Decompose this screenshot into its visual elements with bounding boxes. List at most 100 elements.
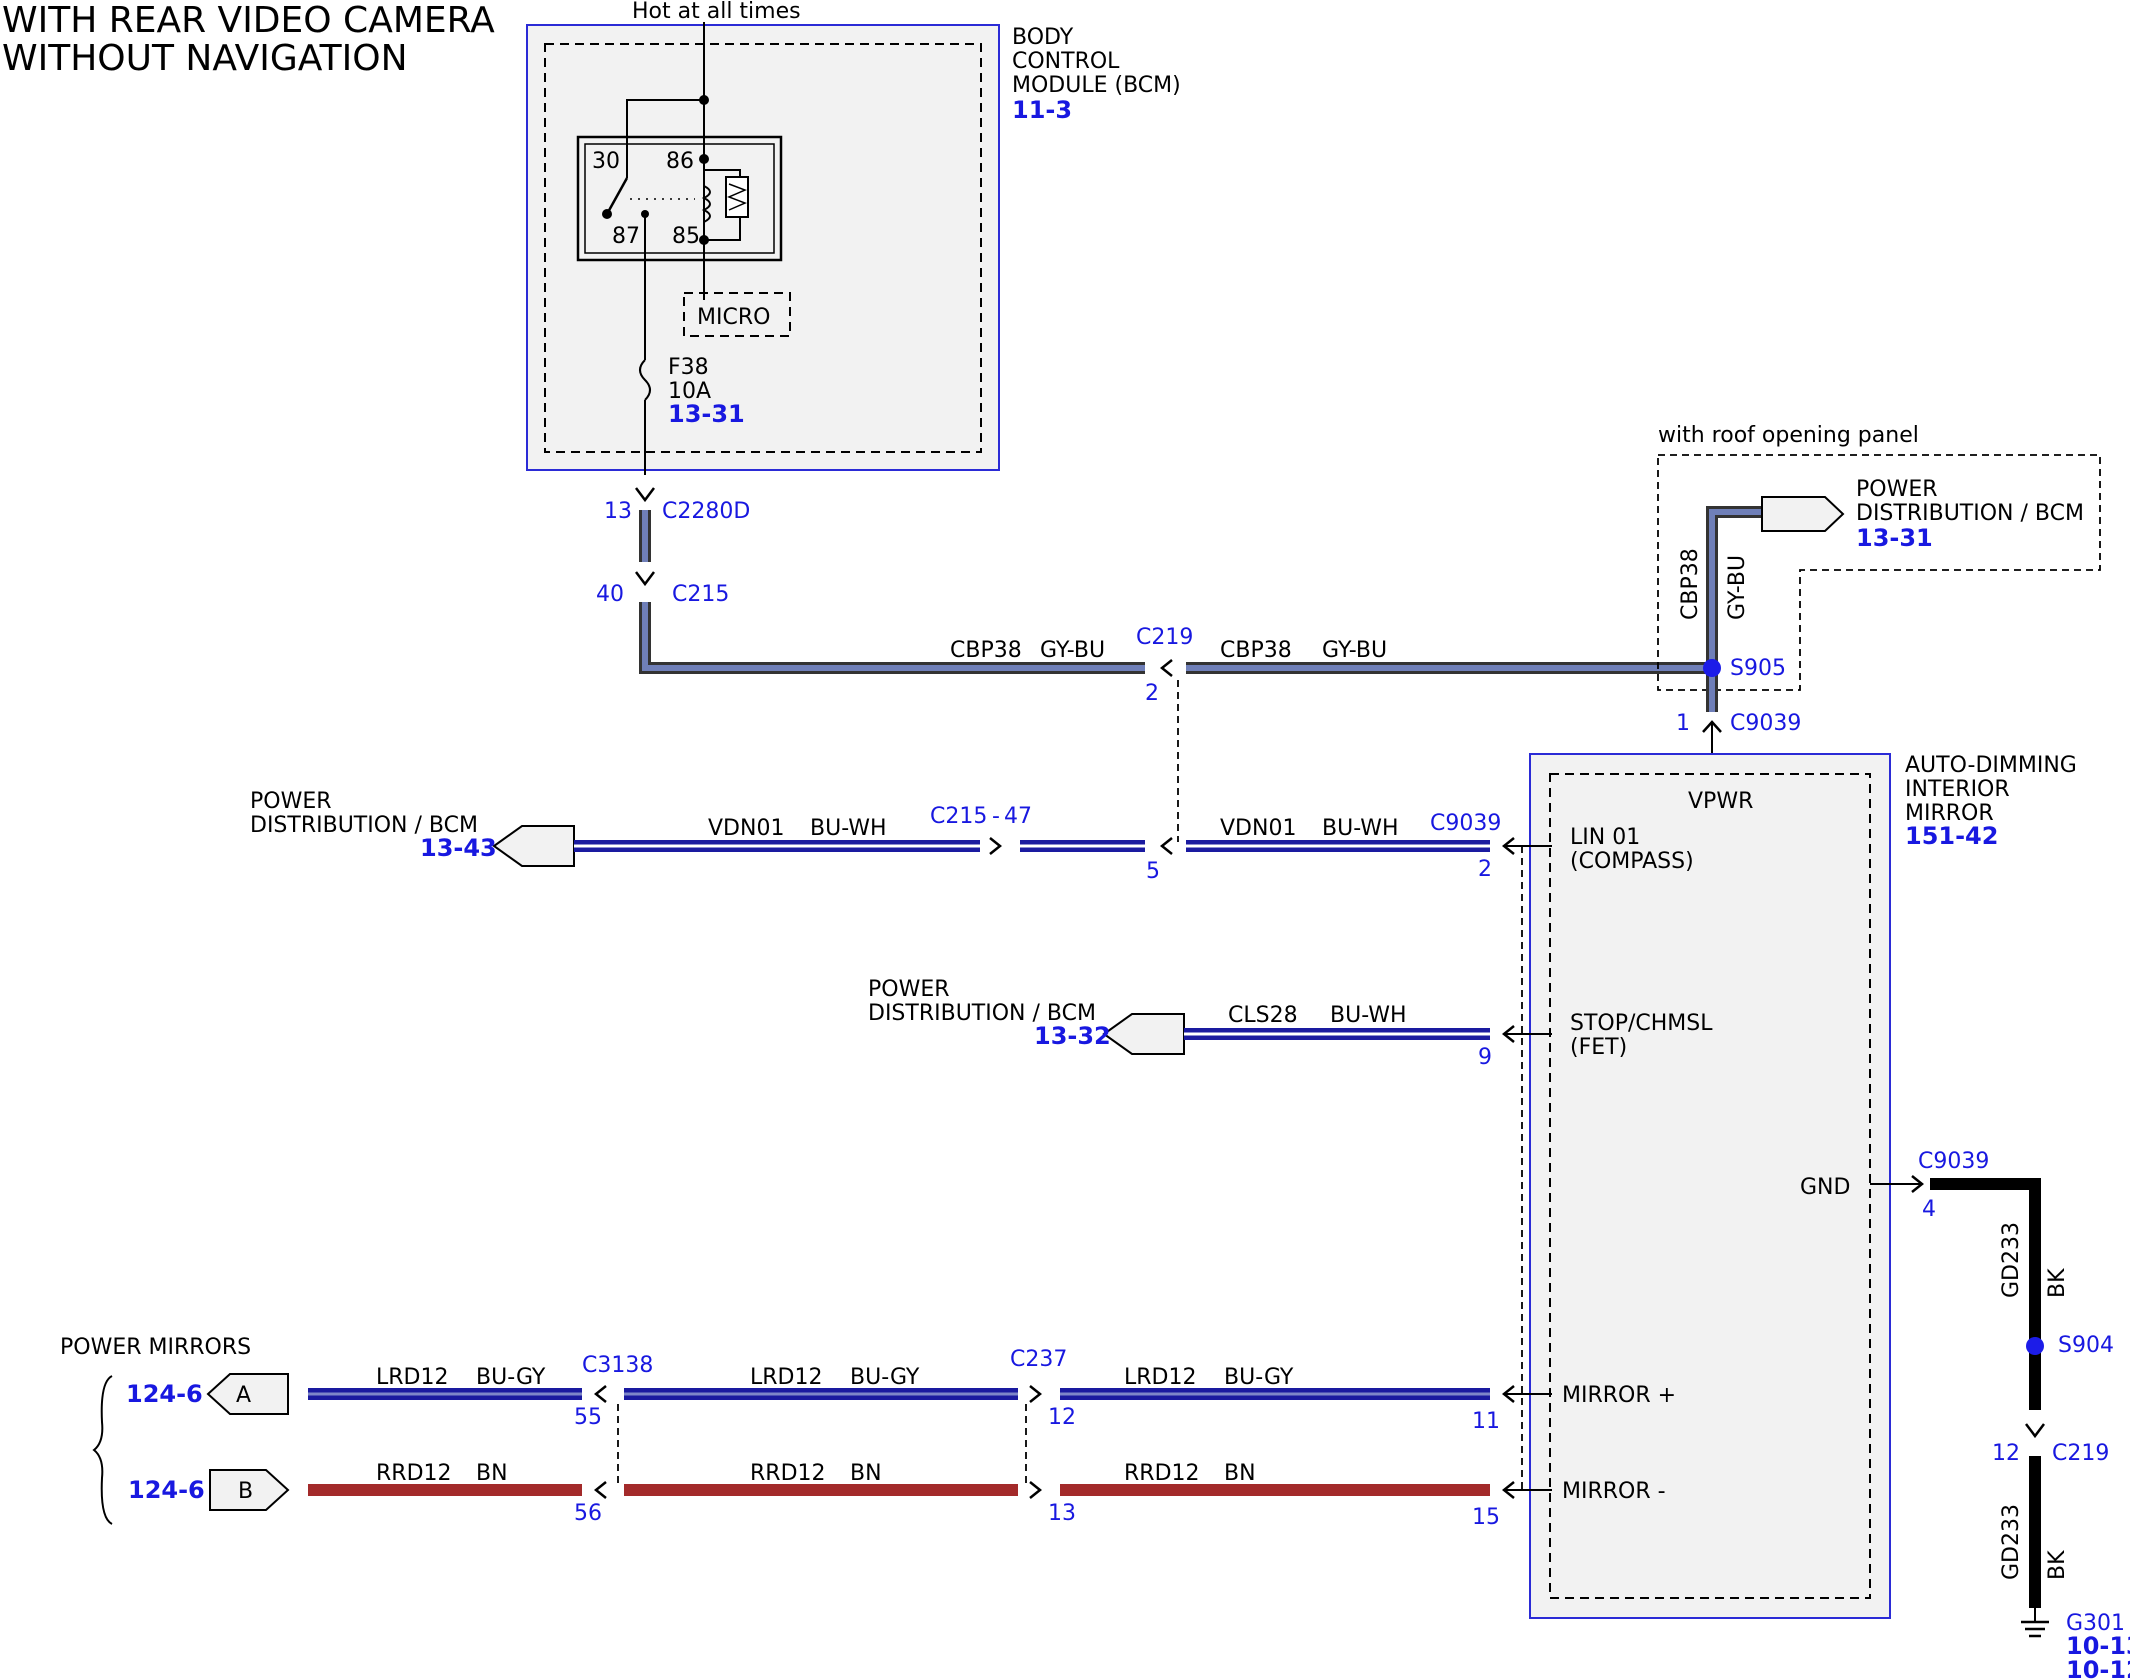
- c237-pin-b: 13: [1048, 1501, 1076, 1526]
- mirror-name-line-3: MIRROR: [1905, 801, 1994, 826]
- lrd12-2-color: BU-GY: [850, 1365, 920, 1390]
- mirror-tag-a[interactable]: [206, 1373, 289, 1415]
- c3138-a-arrow: [593, 1385, 607, 1403]
- roof-dest-line-1: POWER: [1856, 477, 1938, 502]
- fuse-rating: 10A: [668, 379, 711, 404]
- cbp38-left-circuit: CBP38: [950, 638, 1022, 663]
- c9039-mirror-pin-a: 11: [1472, 1409, 1500, 1434]
- ground-name: G301: [2066, 1611, 2125, 1636]
- roof-dest-ref[interactable]: 13-31: [1856, 524, 1933, 552]
- relay-switch-pivot: [602, 209, 612, 219]
- mirrors-ref-b[interactable]: 124-6: [128, 1476, 205, 1504]
- bcm-module: Hot at all times BODY CONTROL MODULE (BC…: [526, 0, 1181, 475]
- ground-icon: [2021, 1620, 2049, 1638]
- bcm-supply-label: Hot at all times: [632, 0, 801, 24]
- ground-ref-2[interactable]: 10-12: [2066, 1656, 2130, 1680]
- bcm-ref[interactable]: 11-3: [1012, 96, 1072, 124]
- relay-pin-86: 86: [666, 149, 694, 174]
- c219-gnd-pin: 12: [1992, 1441, 2020, 1466]
- c237-pin-a: 12: [1048, 1405, 1076, 1430]
- roof-dashed-region: [1657, 454, 2101, 691]
- bcm-inner-dashed: [544, 43, 982, 453]
- c9039-gnd-arrow: [1911, 1175, 1925, 1193]
- diode-zigzag: [727, 183, 747, 211]
- c215-top-label[interactable]: C215: [672, 582, 729, 607]
- ground-ref-1[interactable]: 10-13: [2066, 1632, 2130, 1660]
- mirror-name-line-1: AUTO-DIMMING: [1905, 753, 2077, 778]
- roof-wire: [1706, 506, 1762, 668]
- roof-dest-tag[interactable]: [1761, 496, 1845, 532]
- lrd12-3-color: BU-GY: [1224, 1365, 1294, 1390]
- c9039-lin-pin: 2: [1478, 857, 1492, 882]
- cls28-circuit: POWER DISTRIBUTION / BCM 13-32 CLS28 BU-…: [868, 977, 1552, 1070]
- c9039-lin-label[interactable]: C9039: [1430, 811, 1501, 836]
- lrd12-1-circuit: LRD12: [376, 1365, 448, 1390]
- c215-47-pin: 47: [1004, 804, 1032, 829]
- micro-label: MICRO: [697, 305, 770, 330]
- gd233-wire-top: [1930, 1178, 2041, 1410]
- lin-dest-line-2: DISTRIBUTION / BCM: [250, 813, 478, 838]
- fuse-icon: [639, 359, 651, 401]
- c9039-gnd-label[interactable]: C9039: [1918, 1149, 1989, 1174]
- relay-switch-arm: [605, 177, 629, 215]
- relay-pin-30: 30: [592, 149, 620, 174]
- title-line-2: WITHOUT NAVIGATION: [2, 38, 408, 79]
- vdn01-right-circuit: VDN01: [1220, 816, 1296, 841]
- rrd12-3-circuit: RRD12: [1124, 1461, 1200, 1486]
- stop-dest-tag[interactable]: [1102, 1013, 1185, 1055]
- c3138-label[interactable]: C3138: [582, 1353, 653, 1378]
- relay-pin-85: 85: [672, 224, 700, 249]
- cbp38-right-circuit: CBP38: [1220, 638, 1292, 663]
- c9039-vpwr-label[interactable]: C9039: [1730, 711, 1801, 736]
- c3138-pin-b: 56: [574, 1501, 602, 1526]
- mirror-ref[interactable]: 151-42: [1905, 822, 1998, 850]
- roof-option: with roof opening panel POWER DISTRIBUTI…: [1657, 423, 2101, 712]
- gd233-top-circuit: GD233: [1999, 1222, 2024, 1298]
- gd233-circuit: C9039 4 GD233 BK S904 12 C219 GD233 BK G…: [1870, 1149, 2130, 1680]
- c215-47-arrow: [989, 837, 1003, 855]
- s904-label[interactable]: S904: [2058, 1333, 2114, 1358]
- c219-gnd-label[interactable]: C219: [2052, 1441, 2109, 1466]
- c2280d-label[interactable]: C2280D: [662, 499, 750, 524]
- rrd12-2-color: BN: [850, 1461, 882, 1486]
- cbp38-circuit: 13 C2280D 40 C215 CBP38 GY-BU CBP38 GY-B…: [596, 487, 1712, 842]
- pin-stop-line-1: STOP/CHMSL: [1570, 1011, 1713, 1036]
- c237-b-arrow: [1029, 1481, 1043, 1499]
- c237-label[interactable]: C237: [1010, 1347, 1067, 1372]
- vdn01-left-color: BU-WH: [810, 816, 887, 841]
- micro-box: [683, 292, 791, 337]
- mirror-inner-dashed: [1549, 773, 1871, 1599]
- gd233-bottom-color: BK: [2045, 1550, 2070, 1580]
- relay-outer: [576, 135, 783, 262]
- fuse-ref[interactable]: 13-31: [668, 400, 745, 428]
- pin-vpwr: VPWR: [1688, 789, 1753, 814]
- mirrors-ref-a[interactable]: 124-6: [126, 1380, 203, 1408]
- c219-top-pin: 2: [1145, 681, 1159, 706]
- lin-dest-ref[interactable]: 13-43: [420, 834, 497, 862]
- stop-dest-ref[interactable]: 13-32: [1034, 1022, 1111, 1050]
- c9039-mirror-pin-b: 15: [1472, 1505, 1500, 1530]
- c219-top-label[interactable]: C219: [1136, 625, 1193, 650]
- relay-inner: [584, 143, 775, 254]
- c215-47-sep: -: [992, 804, 1000, 829]
- gd233-top-color: BK: [2045, 1268, 2070, 1298]
- lin-dest-line-1: POWER: [250, 789, 332, 814]
- c219-gnd-arrow: [2025, 1423, 2045, 1439]
- c9039-stop-pin: 9: [1478, 1045, 1492, 1070]
- stop-dest-line-2: DISTRIBUTION / BCM: [868, 1001, 1096, 1026]
- lin-dest-tag[interactable]: [492, 825, 575, 867]
- vdn01-right-color: BU-WH: [1322, 816, 1399, 841]
- fuse-name: F38: [668, 355, 709, 380]
- lrd12-3-circuit: LRD12: [1124, 1365, 1196, 1390]
- c215-47-label[interactable]: C215: [930, 804, 987, 829]
- c9039-vpwr-pin: 1: [1676, 711, 1690, 736]
- mirror-tag-b[interactable]: [209, 1469, 290, 1511]
- lrd12-1-color: BU-GY: [476, 1365, 546, 1390]
- mirror-tag-b-label: B: [238, 1479, 253, 1504]
- c215-arrow: [635, 571, 655, 587]
- mirrors-brace: [92, 1375, 113, 1525]
- stop-dest-line-1: POWER: [868, 977, 950, 1002]
- c3138-pin-a: 55: [574, 1405, 602, 1430]
- s905-label[interactable]: S905: [1730, 656, 1786, 681]
